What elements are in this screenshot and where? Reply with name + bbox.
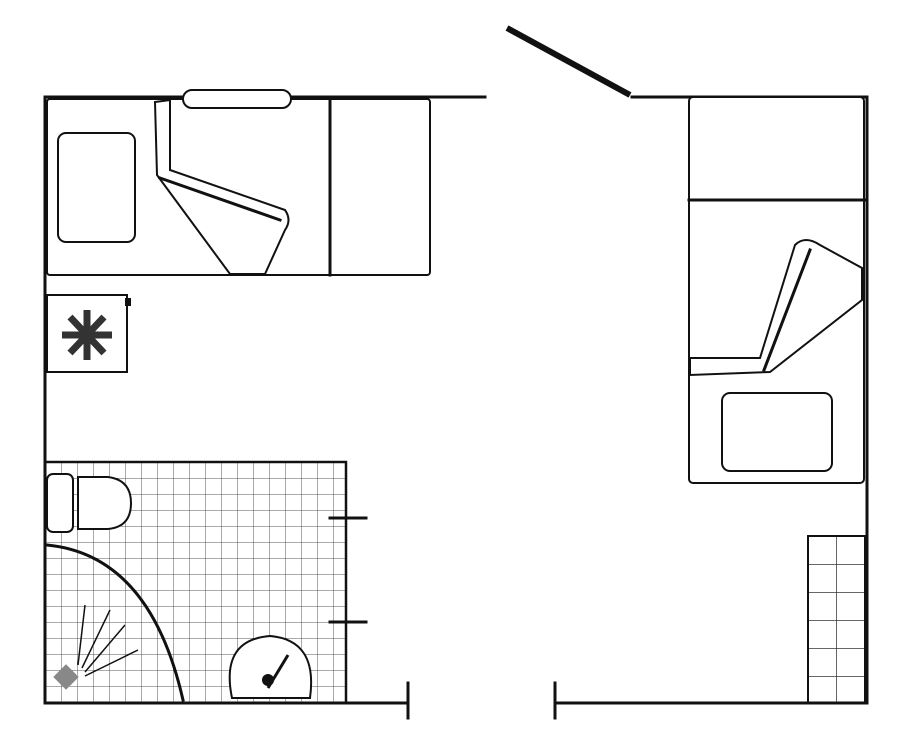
shower-spray — [77, 604, 139, 677]
shower-curtain-arc — [45, 543, 185, 702]
sink — [228, 634, 313, 699]
blanket-fold-line — [158, 176, 282, 222]
pillow — [57, 132, 136, 243]
bed-right — [687, 96, 866, 484]
shower-drain — [53, 664, 79, 690]
blanket-fold-line — [762, 248, 812, 372]
faucet — [266, 654, 290, 689]
folded-blanket — [689, 239, 863, 377]
backrest-cushion — [182, 89, 292, 109]
stove-knob — [125, 298, 131, 306]
toilet-bowl — [77, 476, 133, 530]
folded-blanket — [153, 98, 290, 275]
tiled-entry-area — [807, 535, 866, 704]
bed-frame — [688, 96, 865, 484]
bathroom — [43, 460, 368, 705]
burner-icon — [62, 310, 112, 360]
pillow — [721, 392, 833, 472]
sofa-bed-left — [46, 89, 431, 277]
entrance-door — [505, 25, 632, 98]
toilet-tank — [46, 473, 74, 533]
stove — [46, 294, 131, 373]
